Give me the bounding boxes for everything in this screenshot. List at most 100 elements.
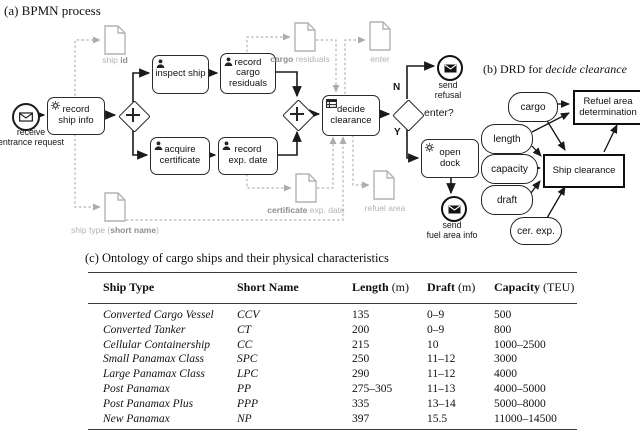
data-associations — [74, 33, 370, 221]
ship-ontology-table: Ship Type Short Name Length (m) Draft (m… — [88, 272, 577, 431]
cell-length: 200 — [352, 323, 370, 336]
data-object-label-ship-id: ship id — [75, 55, 155, 65]
data-object-refuel-area — [373, 170, 395, 200]
label-part: enter — [370, 54, 390, 64]
data-object-cargo-residuals — [294, 22, 316, 52]
table-row: Post Panamax Plus PPP 335 13–14 5000–800… — [88, 397, 577, 412]
drd-input-cer-exp: cer. exp. — [510, 217, 562, 245]
label-part: ) — [156, 225, 159, 235]
assoc-decide-to-refuel-area — [352, 135, 370, 189]
user-icon — [154, 141, 163, 150]
gateway-question-label: enter? — [424, 107, 454, 119]
panel-a-title-text: (a) BPMN process — [4, 3, 101, 18]
document-icon — [373, 170, 395, 204]
task-label: record cargo residuals — [228, 56, 268, 89]
cell-short-name: LPC — [237, 368, 259, 381]
task-label: record exp. date — [228, 144, 268, 166]
table-header: Ship Type Short Name Length (m) Draft (m… — [88, 272, 577, 304]
task-inspect-ship: inspect ship — [152, 55, 209, 94]
assoc-record-exp-to-certificate — [246, 174, 292, 192]
header-unit: (m) — [388, 280, 410, 294]
assoc-record-ship-info-to-ship-type — [74, 134, 101, 211]
cell-capacity: 5000–8000 — [494, 397, 546, 410]
panel-c-title: (c) Ontology of cargo ships and their ph… — [85, 251, 389, 266]
data-object-label-cargo-residuals: cargo residuals — [255, 54, 345, 64]
label-part: refuel area — [364, 203, 406, 213]
cell-short-name: CT — [237, 323, 252, 336]
task-label: acquire certificate — [159, 144, 201, 166]
cell-ship-type: Converted Cargo Vessel — [103, 309, 214, 321]
cell-length: 250 — [352, 353, 370, 366]
table-row: Post Panamax PP 275–305 11–13 4000–5000 — [88, 382, 577, 397]
gear-icon — [425, 143, 434, 152]
cell-length: 397 — [352, 412, 370, 425]
label-part: exp. date — [307, 205, 345, 215]
end-event-label-send-refusal: send refusal — [434, 80, 462, 101]
flow-gateway3-to-open-dock — [406, 129, 420, 163]
task-label: inspect ship — [155, 68, 206, 80]
business-rule-icon — [326, 99, 337, 108]
drd-length-to-refuel — [531, 112, 570, 133]
flow-gateway1-to-acquire-certificate — [132, 128, 149, 160]
table-row: Large Panamax Class LPC 290 11–12 4000 — [88, 367, 577, 382]
assoc-cargo-residuals-to-decide — [316, 39, 340, 93]
task-record-exp-date: record exp. date — [218, 137, 278, 175]
cell-short-name: PPP — [237, 397, 259, 410]
drd-arrows — [530, 100, 618, 219]
cell-length: 275–305 — [352, 382, 393, 395]
cell-draft: 11–12 — [427, 353, 456, 366]
cell-length: 290 — [352, 368, 370, 381]
cell-draft: 0–9 — [427, 323, 445, 336]
cell-ship-type: New Panamax — [103, 412, 170, 425]
cell-short-name: CC — [237, 338, 253, 351]
cell-capacity: 4000 — [494, 368, 517, 381]
user-icon — [156, 59, 165, 68]
task-label: decide clearance — [330, 103, 372, 126]
assoc-certificate-to-decide — [317, 136, 337, 189]
document-icon — [104, 192, 126, 226]
flow-gateway1-to-inspect-ship — [132, 68, 151, 102]
task-record-cargo-residuals: record cargo residuals — [220, 53, 276, 94]
flow-record-cargo-to-gateway2 — [275, 71, 302, 98]
cell-draft: 15.5 — [427, 412, 448, 425]
user-icon — [224, 57, 233, 66]
panel-b-title-prefix: (b) DRD for — [483, 62, 546, 76]
label-part-bold: cargo — [270, 54, 294, 64]
task-label: open dock — [439, 146, 461, 169]
data-object-ship-type — [104, 192, 126, 222]
plus-icon — [286, 103, 308, 125]
header-label: Short Name — [237, 280, 299, 294]
drd-draft-to-clearance — [530, 180, 541, 194]
plus-icon — [122, 104, 144, 126]
table-row: Converted Cargo Vessel CCV 135 0–9 500 — [88, 304, 577, 323]
branch-label-no: N — [393, 82, 401, 93]
label-part: ship — [102, 55, 121, 65]
drd-input-length: length — [481, 124, 533, 154]
cell-length: 135 — [352, 309, 370, 321]
drd-decision-ship-clearance: Ship clearance — [543, 154, 625, 188]
data-object-label-ship-type: ship type (short name) — [55, 225, 175, 235]
filled-envelope-icon — [444, 64, 457, 73]
cell-capacity: 1000–2500 — [494, 338, 546, 351]
assoc-ship-type-to-decide — [126, 136, 347, 221]
end-event-send-refusal — [437, 55, 463, 81]
panel-a-title: (a) BPMN process — [4, 3, 101, 19]
task-decide-clearance: decide clearance — [322, 95, 380, 136]
document-icon — [104, 25, 126, 59]
panel-b-title-italic: decide clearance — [545, 62, 627, 76]
data-object-certificate-exp-date — [295, 173, 317, 203]
drd-input-label: draft — [496, 194, 517, 206]
document-icon — [369, 21, 391, 55]
cell-draft: 10 — [427, 338, 439, 351]
task-label: record ship info — [58, 104, 94, 126]
user-icon — [222, 141, 231, 150]
cell-short-name: CCV — [237, 309, 260, 321]
drd-input-label: length — [493, 133, 521, 145]
filled-envelope-icon — [448, 205, 461, 214]
cell-ship-type: Post Panamax Plus — [103, 397, 194, 410]
table-row: Small Panamax Class SPC 250 11–12 3000 — [88, 352, 577, 367]
cell-capacity: 4000–5000 — [494, 382, 546, 395]
column-header-draft: Draft (m) — [427, 272, 494, 304]
cell-draft: 13–14 — [427, 397, 456, 410]
